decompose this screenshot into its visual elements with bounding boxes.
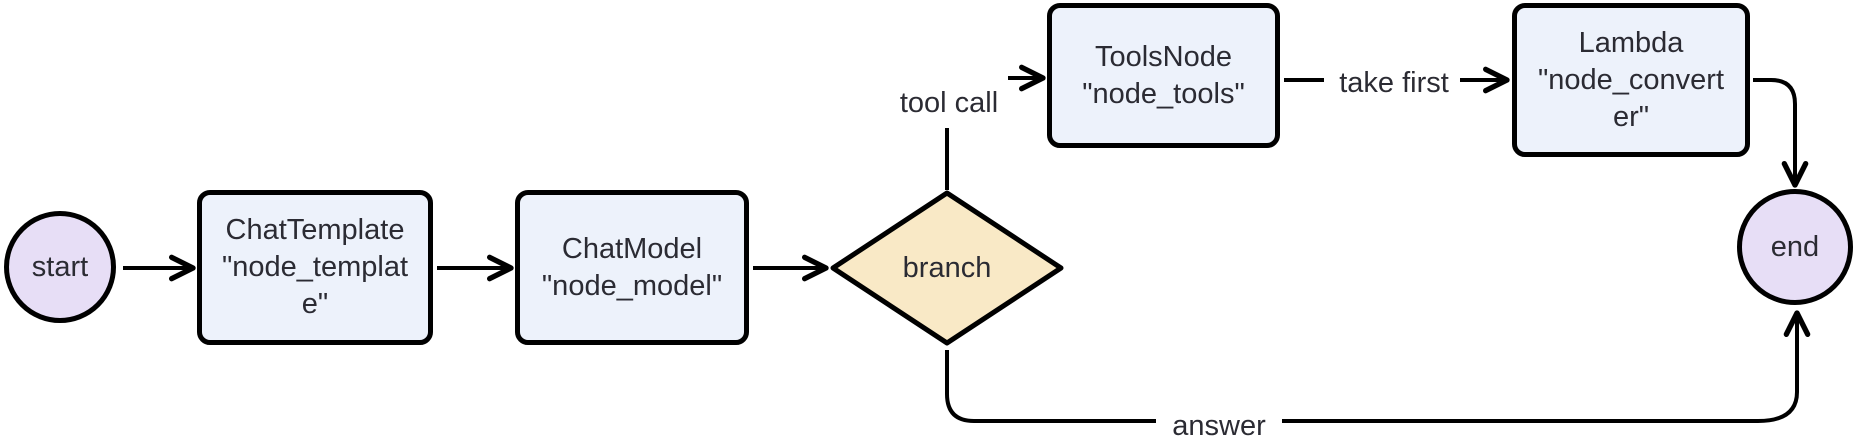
- edge-label-take-first: take first: [1335, 66, 1453, 100]
- node-branch-label: branch: [902, 251, 992, 284]
- node-converter: Lambda "node_convert er": [1512, 3, 1750, 157]
- node-branch: branch: [830, 190, 1064, 346]
- node-chat-model: ChatModel "node_model": [515, 190, 749, 345]
- edge-label-answer: answer: [1168, 409, 1270, 440]
- node-start-label: start: [31, 250, 89, 283]
- edge-branch-to-end-stub: [945, 350, 1156, 423]
- node-converter-label: Lambda "node_convert er": [1537, 26, 1725, 133]
- edge-branch-to-end-arrow: [1282, 310, 1811, 423]
- diamond-shape-icon: [830, 190, 1064, 346]
- node-tools: ToolsNode "node_tools": [1047, 3, 1280, 148]
- edge-label-tool-call: tool call: [895, 86, 1003, 120]
- node-chat-model-label: ChatModel "node_model": [541, 232, 723, 302]
- node-tools-label: ToolsNode "node_tools": [1082, 40, 1245, 110]
- node-chat-template-label: ChatTemplate "node_templat e": [221, 214, 409, 320]
- node-end-label: end: [1770, 230, 1820, 263]
- edge-lambda-to-end: [1753, 78, 1809, 188]
- node-end: end: [1737, 189, 1853, 305]
- node-start: start: [4, 211, 116, 323]
- node-chat-template: ChatTemplate "node_templat e": [197, 190, 433, 345]
